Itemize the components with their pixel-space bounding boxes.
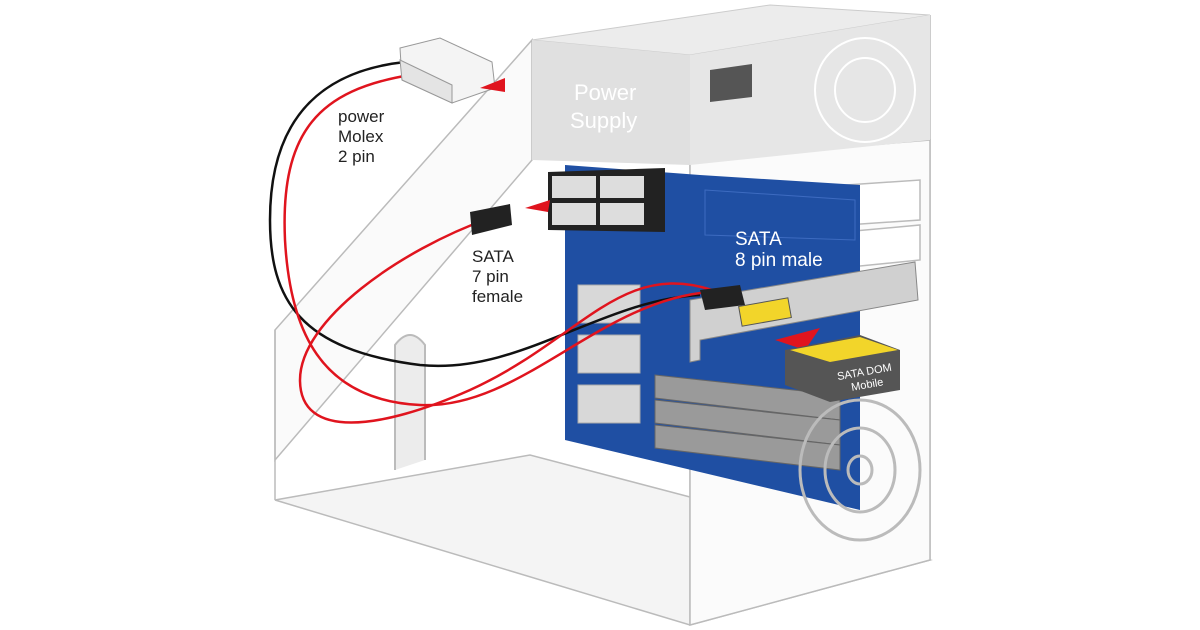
- power-switch-icon: [710, 64, 752, 102]
- sata-8pin-plug: [700, 285, 745, 310]
- drive-cage-icon: [394, 334, 426, 470]
- chipsets: [577, 284, 641, 424]
- cable-red-1: [283, 73, 711, 407]
- power-supply: Power Supply: [531, 4, 931, 165]
- slot-bracket: [689, 261, 919, 363]
- vent-grille-icon: [814, 37, 916, 143]
- sata-8pin-label: SATA 8 pin male: [735, 229, 823, 271]
- insert-arrow-icon: [775, 328, 820, 350]
- insert-arrow-icon: [480, 78, 505, 92]
- insert-arrow-icon: [525, 200, 550, 212]
- sata-dom-module: SATA DOM Mobile: [785, 335, 900, 402]
- sata-7pin-label: SATA 7 pin female: [472, 247, 523, 306]
- cables: [268, 60, 713, 424]
- cable-red-2: [298, 216, 713, 424]
- molex-label: power Molex 2 pin: [338, 107, 389, 166]
- onboard-sata-ports: [548, 168, 665, 232]
- molex-connector: [399, 37, 505, 104]
- case-fan-icon: [798, 398, 922, 542]
- svg-text:SATA DOM Mobile: SATA DOM Mobile: [836, 361, 898, 396]
- expansion-slots: [654, 374, 841, 471]
- sata-8pin-connector: [738, 297, 792, 327]
- power-supply-label: Power Supply: [570, 80, 642, 133]
- sata-7pin-connector: [470, 200, 550, 235]
